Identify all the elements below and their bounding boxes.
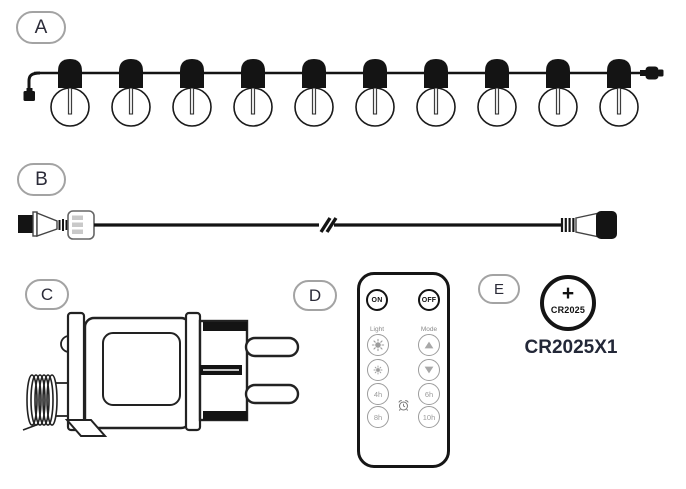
cable-right-ribs [560, 218, 575, 232]
remote-mode-up-button [418, 334, 440, 356]
coin-battery: + CR2025 [540, 275, 596, 331]
remote-brightness-up-button [367, 334, 389, 356]
bulb-socket [241, 59, 265, 88]
part-label-b-text: B [35, 168, 48, 190]
battery-polarity-plus: + [561, 282, 575, 305]
bulb-socket [546, 59, 570, 88]
adapter-collar [56, 382, 68, 417]
string-lights-svg [23, 59, 664, 127]
bulb-filament [67, 87, 73, 115]
remote-timer-6h-label: 6h [424, 389, 434, 399]
battery-cell-type: CR2025 [550, 305, 586, 315]
string-right-tip [658, 69, 664, 77]
part-label-a: A [16, 11, 66, 44]
bulb-filament [250, 87, 256, 115]
cable-left-plug [18, 215, 33, 233]
remote-brightness-down-button [367, 359, 389, 381]
cable-break-mark [319, 217, 338, 233]
bulb-unit [233, 59, 273, 127]
part-label-d-text: D [308, 285, 322, 305]
bulb-socket [119, 59, 143, 88]
remote-mode-down-button [418, 359, 440, 381]
bulb-unit [50, 59, 90, 127]
battery-caption: CR2025X1 [524, 337, 618, 358]
bulb-unit [111, 59, 151, 127]
remote-mode-label: Mode [420, 326, 438, 333]
part-label-c: C [25, 279, 69, 310]
bulb-filament [189, 87, 195, 115]
remote-control: ON OFF Light Mode [357, 272, 450, 468]
remote-off-label: OFF [421, 296, 437, 304]
extension-cable-svg [18, 210, 617, 240]
string-right-connector [645, 66, 659, 80]
bulb-unit [294, 59, 334, 127]
cable-right-cone [575, 212, 598, 238]
bulb-filament [433, 87, 439, 115]
remote-light-label: Light [369, 326, 385, 333]
adapter-prong-bottom [244, 383, 300, 405]
mode-up-icon [424, 341, 434, 349]
power-adapter-svg [22, 311, 300, 437]
bulb-socket [485, 59, 509, 88]
string-left-lead-wire [27, 71, 41, 88]
bulb-socket [180, 59, 204, 88]
adapter-prong-top [244, 336, 300, 358]
part-label-d: D [293, 280, 337, 311]
cable-left-cone [36, 211, 58, 237]
adapter-coil [22, 374, 58, 431]
bulb-unit [599, 59, 639, 127]
bulb-unit [416, 59, 456, 127]
adapter-plug-tab-top [203, 322, 247, 331]
bulb-filament [311, 87, 317, 115]
brightness-high-icon [371, 338, 385, 352]
cable-left-connector-ribs [72, 215, 83, 234]
part-label-a-text: A [34, 16, 48, 38]
bulb-filament [372, 87, 378, 115]
adapter-flange-left [66, 311, 86, 432]
string-left-plug-neck [26, 88, 33, 92]
brightness-low-icon [373, 365, 383, 375]
bulb-socket [58, 59, 82, 88]
mode-down-icon [424, 366, 434, 374]
part-label-e: E [478, 274, 520, 304]
remote-off-button: OFF [418, 289, 440, 311]
adapter-foot [64, 419, 108, 437]
bulb-filament [128, 87, 134, 115]
bulb-socket [424, 59, 448, 88]
adapter-plug-tab-bottom [203, 411, 247, 420]
part-label-e-text: E [493, 280, 504, 298]
bulb-socket [607, 59, 631, 88]
bulb-unit [172, 59, 212, 127]
remote-on-label: ON [371, 296, 383, 304]
timer-clock-icon [398, 400, 409, 411]
bulb-unit [477, 59, 517, 127]
cable-right-cap [596, 211, 617, 239]
string-right-link [640, 70, 646, 76]
part-label-b: B [17, 163, 66, 196]
remote-timer-10h-label: 10h [422, 412, 436, 422]
string-left-plug [23, 91, 35, 101]
remote-timer-4h-button: 4h [367, 383, 389, 405]
remote-on-button: ON [366, 289, 388, 311]
bulb-filament [555, 87, 561, 115]
bulb-filament [616, 87, 622, 115]
bulb-socket [302, 59, 326, 88]
bulb-unit [355, 59, 395, 127]
adapter-body-panel [102, 332, 181, 406]
remote-timer-8h-button: 8h [367, 406, 389, 428]
bulb-socket [363, 59, 387, 88]
part-label-c-text: C [40, 284, 54, 304]
remote-timer-6h-button: 6h [418, 383, 440, 405]
bulb-unit [538, 59, 578, 127]
remote-timer-8h-label: 8h [373, 412, 383, 422]
bulb-filament [494, 87, 500, 115]
remote-timer-10h-button: 10h [418, 406, 440, 428]
adapter-flange-right [184, 311, 202, 432]
cable-left-ribs [58, 219, 68, 231]
remote-timer-4h-label: 4h [373, 389, 383, 399]
